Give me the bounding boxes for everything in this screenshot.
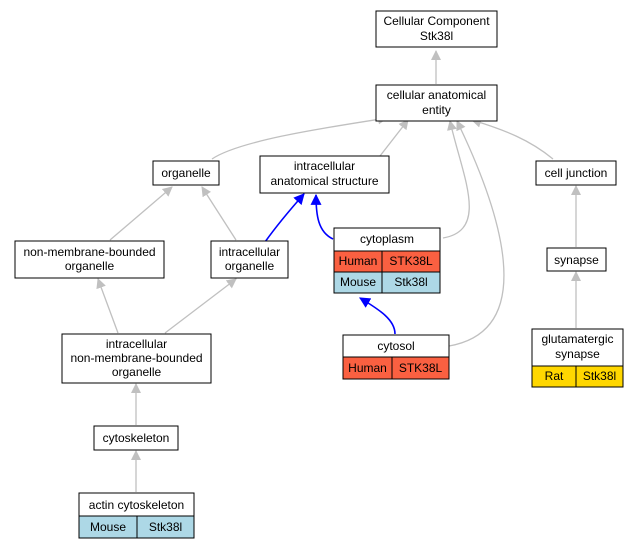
node-synapse[interactable]: synapse: [546, 247, 607, 272]
species-label: Human: [339, 254, 378, 268]
gene-label: Stk38l: [394, 275, 427, 289]
annotation-row-rat: Rat Stk38l: [531, 365, 624, 388]
edges-gray: [96, 50, 581, 492]
node-label: cytoplasm: [360, 232, 414, 246]
gene-label: Stk38l: [149, 520, 182, 534]
node-label: entity: [422, 103, 451, 117]
node-label: organelle: [225, 259, 275, 273]
gene-label: STK38L: [399, 361, 443, 375]
node-label: organelle: [65, 259, 115, 273]
gene-cell-mouse: [381, 271, 441, 294]
node-label: Cellular Component: [383, 14, 490, 28]
node-glutamatergic-synapse[interactable]: glutamatergic synapse Rat Stk38l: [531, 328, 624, 388]
node-label: intracellular: [219, 245, 280, 259]
node-cell-junction[interactable]: cell junction: [535, 160, 617, 186]
edge-inmbo-to-io: [164, 278, 237, 334]
node-organelle[interactable]: organelle: [152, 160, 220, 186]
node-label: cytoskeleton: [103, 431, 170, 445]
edges-blue: [264, 193, 396, 335]
edge-cytosol-to-cytoplasm: [359, 297, 396, 335]
node-label: intracellular: [106, 337, 167, 351]
edge-io-to-organelle: [201, 186, 237, 241]
annotation-row-human: Human STK38L: [333, 250, 441, 273]
node-label: cell junction: [545, 166, 608, 180]
node-cellular-anatomical-entity[interactable]: cellular anatomical entity: [375, 84, 498, 122]
gene-cell-human: [391, 356, 450, 380]
node-cytosol[interactable]: cytosol Human STK38L: [342, 334, 450, 380]
node-label: organelle: [112, 365, 162, 379]
species-label: Rat: [545, 369, 564, 383]
node-label: Stk38l: [420, 29, 453, 43]
annotation-row-human: Human STK38L: [342, 356, 450, 380]
node-label: non-membrane-bounded: [70, 351, 202, 365]
node-label: synapse: [555, 347, 600, 361]
node-label: non-membrane-bounded: [23, 245, 155, 259]
edge-ias-to-cae: [379, 119, 409, 157]
node-cellular-component[interactable]: Cellular Component Stk38l: [375, 10, 498, 48]
node-cytoplasm[interactable]: cytoplasm Human STK38L Mouse Stk38l: [333, 227, 441, 294]
species-label: Mouse: [90, 520, 126, 534]
gene-label: STK38L: [389, 254, 433, 268]
edge-inmbo-to-nmbo: [96, 278, 119, 334]
node-label: synapse: [554, 253, 599, 267]
node-label: glutamatergic: [541, 332, 613, 346]
edge-cytoplasm-to-ias: [310, 193, 334, 240]
edge-cytoplasm-to-cae: [442, 120, 470, 239]
edge-celljunction-to-cae: [471, 117, 554, 160]
node-label: anatomical structure: [270, 174, 378, 188]
node-intracellular-anatomical-structure[interactable]: intracellular anatomical structure: [259, 155, 390, 194]
gene-cell-mouse: [136, 515, 195, 539]
edge-io-to-ias: [264, 193, 305, 243]
edge-cytosol-to-cae: [448, 120, 505, 347]
node-label: cytosol: [377, 339, 414, 353]
edge-organelle-to-cae: [211, 114, 388, 160]
species-label: Mouse: [340, 275, 376, 289]
gene-cell-rat: [575, 365, 624, 388]
node-label: organelle: [161, 166, 211, 180]
node-label: intracellular: [294, 159, 355, 173]
annotation-row-mouse: Mouse Stk38l: [333, 271, 441, 294]
node-actin-cytoskeleton[interactable]: actin cytoskeleton Mouse Stk38l: [78, 492, 195, 539]
node-label: cellular anatomical: [387, 88, 486, 102]
node-intracellular-non-membrane-bounded-organelle[interactable]: intracellular non-membrane-bounded organ…: [61, 333, 212, 384]
node-label: actin cytoskeleton: [89, 498, 184, 512]
edge-nmbo-to-organelle: [109, 186, 173, 241]
node-intracellular-organelle[interactable]: intracellular organelle: [210, 240, 289, 279]
node-non-membrane-bounded-organelle[interactable]: non-membrane-bounded organelle: [14, 240, 165, 279]
species-label: Human: [348, 361, 387, 375]
annotation-row-mouse: Mouse Stk38l: [78, 515, 195, 539]
gene-label: Stk38l: [583, 369, 616, 383]
node-cytoskeleton[interactable]: cytoskeleton: [93, 425, 179, 451]
